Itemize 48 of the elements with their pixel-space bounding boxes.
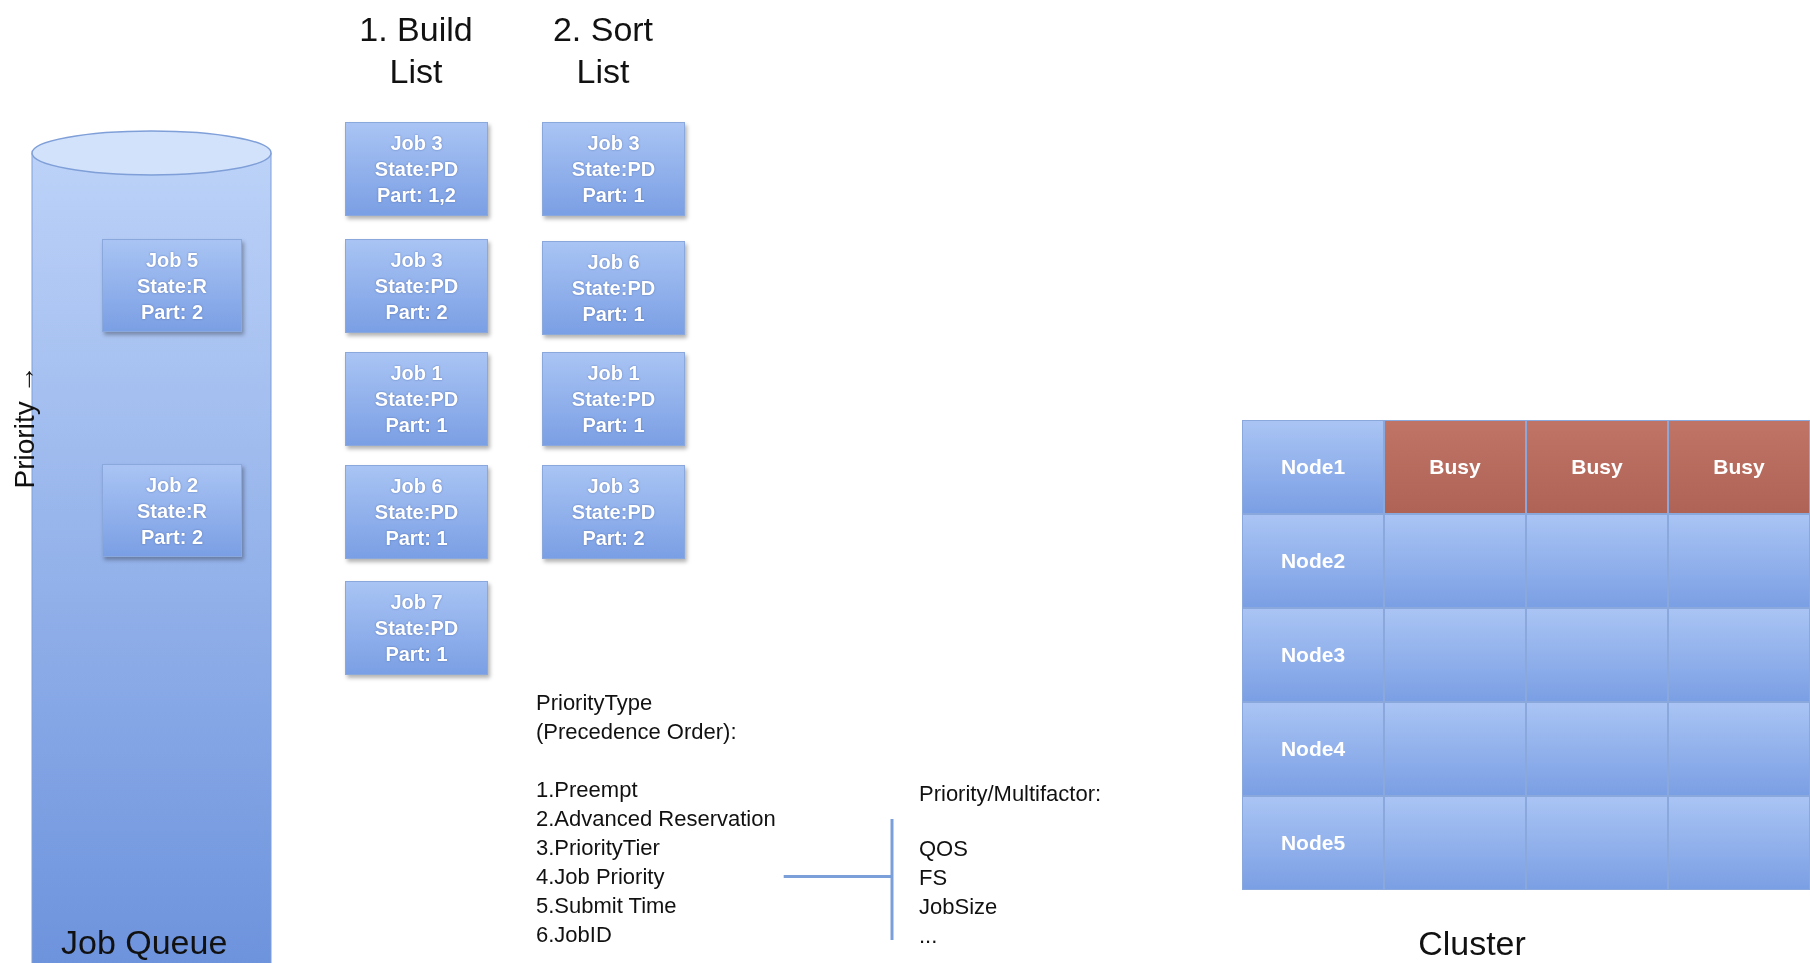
grid-cell xyxy=(1668,702,1810,796)
axis-label: Priority → xyxy=(7,365,41,489)
list-item: 2.Advanced Reservation xyxy=(536,805,776,833)
list-item: 1.Preempt xyxy=(536,776,639,804)
grid-cell xyxy=(1526,608,1668,702)
job-card: Job 3 State:PD Part: 1,2 xyxy=(345,122,488,216)
job-card: Job 3 State:PD Part: 1 xyxy=(542,122,685,216)
node-cell: Node1 xyxy=(1242,420,1384,514)
job-card: Job 6 State:PD Part: 1 xyxy=(345,465,488,559)
grid-cell xyxy=(1668,514,1810,608)
node-cell: Node3 xyxy=(1242,608,1384,702)
list-item: QOS xyxy=(919,835,969,863)
list-item: 3.PriorityTier xyxy=(536,834,661,862)
grid-cell xyxy=(1384,514,1526,608)
status-cell: Busy xyxy=(1668,420,1810,514)
status-cell: Busy xyxy=(1384,420,1526,514)
list-item: 4.Job Priority xyxy=(536,863,666,891)
list-heading: Priority/Multifactor: xyxy=(919,780,1103,808)
node-cell: Node5 xyxy=(1242,796,1384,890)
status-cell: Busy xyxy=(1526,420,1668,514)
grid-cell xyxy=(1384,796,1526,890)
grid-cell xyxy=(1668,796,1810,890)
grid-cell xyxy=(1526,796,1668,890)
grid-cell xyxy=(1384,702,1526,796)
job-card: Job 6 State:PD Part: 1 xyxy=(542,241,685,335)
step-heading: 1. Build List xyxy=(358,9,474,92)
grid-cell xyxy=(1526,514,1668,608)
list-item: JobSize xyxy=(919,893,999,921)
list-item: ... xyxy=(919,922,939,950)
node-cell: Node2 xyxy=(1242,514,1384,608)
job-card: Job 3 State:PD Part: 2 xyxy=(542,465,685,559)
list-item: 6.JobID xyxy=(536,921,613,949)
job-card: Job 1 State:PD Part: 1 xyxy=(542,352,685,446)
step-heading: 2. Sort List xyxy=(551,9,655,92)
job-card: Job 2 State:R Part: 2 xyxy=(102,464,242,557)
grid-cell xyxy=(1668,608,1810,702)
grid-cell xyxy=(1384,608,1526,702)
list-item: 5.Submit Time xyxy=(536,892,678,920)
job-card: Job 7 State:PD Part: 1 xyxy=(345,581,488,675)
list-item: FS xyxy=(919,864,949,892)
list-heading: PriorityType (Precedence Order): xyxy=(536,689,738,746)
node-cell: Node4 xyxy=(1242,702,1384,796)
job-card: Job 5 State:R Part: 2 xyxy=(102,239,242,332)
job-card: Job 1 State:PD Part: 1 xyxy=(345,352,488,446)
cluster-title: Cluster xyxy=(1417,923,1527,963)
job-card: Job 3 State:PD Part: 2 xyxy=(345,239,488,333)
queue-title: Job Queue xyxy=(61,922,228,963)
grid-cell xyxy=(1526,702,1668,796)
